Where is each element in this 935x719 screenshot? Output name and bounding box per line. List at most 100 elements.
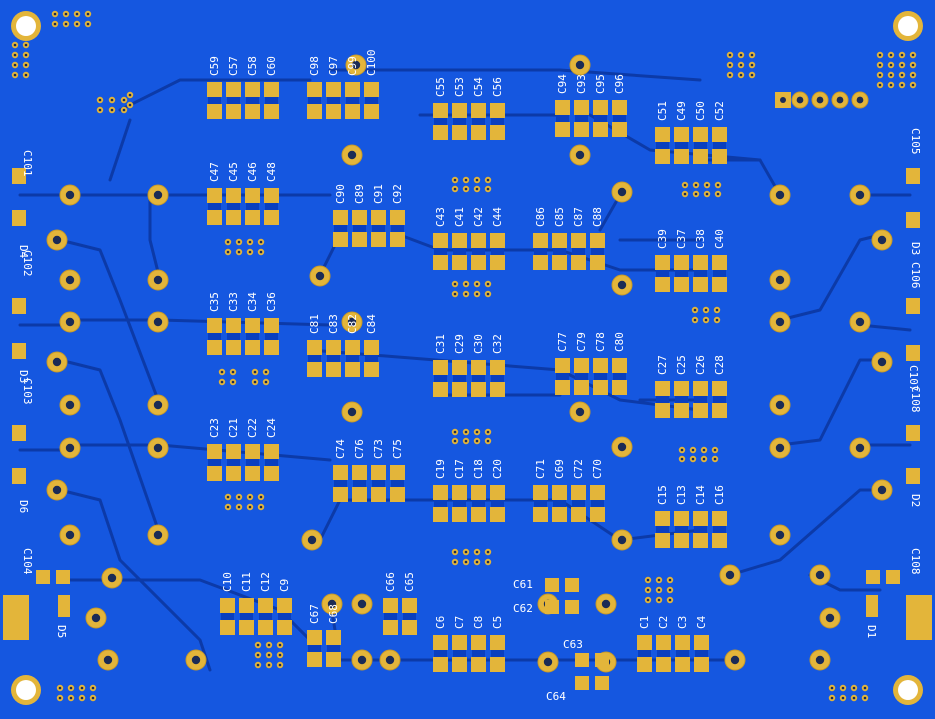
small-via-hole [683,183,687,187]
smd-pad [590,233,605,248]
small-via-hole [226,250,230,254]
smd-pad [533,485,548,500]
small-via-hole [453,282,457,286]
smd-pad [277,598,292,613]
small-via-hole [830,686,834,690]
small-via-hole [911,83,915,87]
smd-pad [656,657,671,672]
small-via-hole [248,240,252,244]
cap-body [594,373,607,380]
via-hole [153,400,163,410]
smd-pad [712,403,727,418]
component-label: C10 [221,572,234,592]
smd-pad [490,635,505,650]
small-via-hole [98,108,102,112]
component-label: C5 [491,616,504,629]
smd-pad [906,425,920,441]
small-via-hole [713,448,717,452]
component-label: C25 [675,355,688,375]
component-label: C4 [695,615,708,629]
smd-pad [595,653,609,667]
cap-body [372,225,385,232]
via-hole [153,275,163,285]
small-via-hole [259,250,263,254]
smd-pad [571,255,586,270]
smd-pad [326,362,341,377]
component-label: C65 [403,572,416,592]
via-hole [65,317,75,327]
small-via-hole [900,63,904,67]
cap-body [694,396,707,403]
smd-pad [452,103,467,118]
cap-body [491,375,504,382]
smd-pad [333,487,348,502]
smd-pad [452,125,467,140]
smd-pad [390,210,405,225]
cap-body [227,203,240,210]
smd-pad [452,485,467,500]
smd-pad [866,595,878,617]
smd-pad [612,358,627,373]
component-label: C36 [265,292,278,312]
cap-body [572,248,585,255]
cap-body [308,97,321,104]
cap-body [713,142,726,149]
small-via-hole [852,696,856,700]
small-via-hole [464,550,468,554]
via-hole [153,443,163,453]
smd-pad [533,233,548,248]
smd-pad [390,487,405,502]
via-hole [107,573,117,583]
copper-trace [318,498,702,542]
smd-pad [364,104,379,119]
cap-body [327,355,340,362]
smd-pad [693,255,708,270]
smd-pad [371,232,386,247]
via-hole [315,271,325,281]
smd-pad [490,485,505,500]
cap-body [453,650,466,657]
small-via-hole [13,43,17,47]
small-via-hole [13,63,17,67]
small-via-hole [750,73,754,77]
small-via-hole [256,653,260,657]
small-via-hole [91,696,95,700]
small-via-hole [900,83,904,87]
smd-pad [471,360,486,375]
smd-pad [575,676,589,690]
smd-pad [12,168,26,184]
small-via-hole [900,73,904,77]
component-label: C88 [591,207,604,227]
small-via-hole [58,686,62,690]
smd-pad [612,100,627,115]
smd-pad [433,103,448,118]
component-label: C6 [434,616,447,629]
smd-pad [712,277,727,292]
smd-pad [352,210,367,225]
smd-pad [207,82,222,97]
smd-pad [345,362,360,377]
smd-pad [655,149,670,164]
component-label: C17 [453,459,466,479]
via-hole [775,190,785,200]
smd-pad [574,100,589,115]
smd-pad [590,507,605,522]
smd-pad [264,104,279,119]
smd-pad [345,340,360,355]
via-hole [816,96,824,104]
component-label: C82 [346,314,359,334]
smd-pad [693,149,708,164]
smd-pad [693,127,708,142]
smd-pad [58,595,70,617]
smd-pad [333,210,348,225]
smd-pad [712,255,727,270]
small-via-hole [691,457,695,461]
via-hole [347,150,357,160]
smd-pad [565,578,579,592]
component-label: C102 [21,250,34,277]
small-via-hole [256,663,260,667]
via-hole [775,400,785,410]
copper-trace [778,358,882,447]
smd-pad [12,425,26,441]
